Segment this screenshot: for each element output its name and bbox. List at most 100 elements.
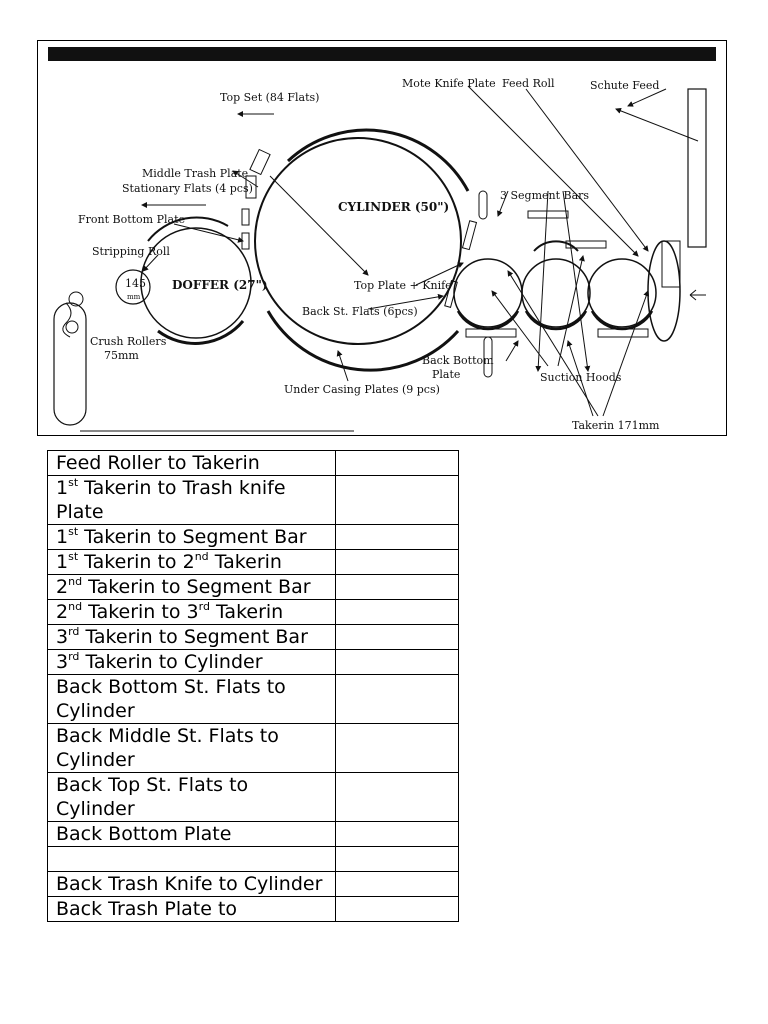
table-row: Back Bottom St. Flats to Cylinder — [47, 674, 460, 724]
crush-roller-top — [68, 291, 84, 307]
feed-plate-shape — [661, 240, 681, 288]
setting-value-cell — [334, 723, 460, 773]
setting-name-text: Back Top St. Flats to Cylinder — [56, 774, 249, 820]
setting-name-text: Takerin to Trash knife Plate — [56, 477, 286, 523]
under-casing-arc — [266, 310, 460, 372]
setting-name-text: Back Trash Plate to — [56, 898, 238, 920]
feed-roll-shape — [647, 240, 681, 342]
ordinal-suffix: nd — [68, 600, 83, 613]
stripping-roll-label: Stripping Roll — [92, 245, 170, 258]
middle-trash-plate-label: Middle Trash Plate — [142, 167, 248, 180]
stripping-size-label: 145 — [125, 277, 146, 290]
setting-name-text: Takerin to Segment Bar — [82, 576, 311, 598]
top-set-flats-arc — [286, 128, 470, 192]
setting-name-text: 3 — [56, 651, 69, 673]
ordinal-suffix: rd — [68, 650, 80, 663]
stationary-flats-label: Stationary Flats (4 pcs) — [122, 182, 253, 195]
front-bottom-plate-label: Front Bottom Plate — [78, 213, 185, 226]
doffer-circle — [140, 227, 252, 339]
table-row: Back Trash Knife to Cylinder — [47, 871, 460, 897]
setting-value-cell — [334, 624, 460, 650]
leader-lines — [141, 85, 699, 417]
header-band — [48, 47, 716, 61]
setting-name-cell — [47, 846, 336, 872]
takerin-3-circle — [587, 258, 657, 328]
setting-value-cell — [334, 549, 460, 575]
setting-name-cell: Back Trash Plate to — [47, 896, 336, 922]
setting-value-cell — [334, 475, 460, 525]
setting-value-cell — [334, 896, 460, 922]
setting-name-text: Takerin — [209, 601, 284, 623]
top-set-label: Top Set (84 Flats) — [220, 91, 319, 104]
setting-name-text: Back Middle St. Flats to Cylinder — [56, 725, 279, 771]
crush-rollers-label: Crush Rollers — [90, 335, 167, 348]
setting-name-cell: 3rd Takerin to Cylinder — [47, 649, 336, 675]
cylinder-circle — [254, 137, 462, 345]
setting-value-cell — [334, 871, 460, 897]
doffer-top-arc — [147, 216, 229, 242]
middle-trash-plate-shape — [249, 148, 271, 176]
stripping-roll-circle — [115, 269, 151, 305]
crush-roller-bottom — [65, 320, 79, 334]
suction-hood-1 — [465, 328, 517, 338]
feed-roll-label: Feed Roll — [502, 77, 555, 90]
front-plate-shape — [241, 232, 250, 250]
back-bottom-label-1: Back Bottom — [422, 354, 494, 367]
setting-name-text: 1 — [56, 551, 69, 573]
crush-size-label: 75mm — [104, 349, 139, 362]
setting-value-cell — [334, 524, 460, 550]
setting-name-text: Takerin — [208, 551, 282, 573]
setting-name-text: Takerin to Segment Bar — [79, 626, 308, 648]
ordinal-suffix: rd — [198, 600, 210, 613]
setting-name-cell: 1st Takerin to Segment Bar — [47, 524, 336, 550]
setting-value-cell — [334, 821, 460, 847]
table-row — [47, 846, 460, 872]
setting-name-cell: 1st Takerin to 2nd Takerin — [47, 549, 336, 575]
setting-name-text: Takerin to Cylinder — [79, 651, 263, 673]
setting-name-text: Takerin to 3 — [82, 601, 199, 623]
mote-knife-shape — [478, 190, 488, 220]
setting-name-text: Back Bottom Plate — [56, 823, 232, 845]
web-curve — [62, 302, 72, 338]
setting-name-cell: Back Trash Knife to Cylinder — [47, 871, 336, 897]
front-bottom-plate-shape — [241, 208, 250, 226]
suction-hoods-label: Suction Hoods — [540, 371, 622, 384]
stripping-unit-label: mm — [127, 293, 141, 301]
mote-knife-plate-label: Mote Knife Plate — [402, 77, 496, 90]
setting-value-cell — [334, 674, 460, 724]
setting-name-cell: 2nd Takerin to Segment Bar — [47, 574, 336, 600]
ordinal-suffix: st — [68, 550, 79, 563]
top-plate-knife-label: Top Plate + Knife — [354, 279, 452, 292]
carding-machine-diagram: Top Set (84 Flats) Mote Knife Plate Feed… — [37, 40, 727, 436]
table-row: 3rd Takerin to Cylinder — [47, 649, 460, 675]
table-row: 1st Takerin to 2nd Takerin — [47, 549, 460, 575]
back-st-flats-label: Back St. Flats (6pcs) — [302, 305, 418, 318]
setting-value-cell — [334, 450, 460, 476]
suction-hood-2 — [597, 328, 649, 338]
table-row: Back Trash Plate to — [47, 896, 460, 922]
setting-name-text: Back Bottom St. Flats to Cylinder — [56, 676, 286, 722]
setting-name-text: 1 — [56, 477, 69, 499]
table-row: Back Top St. Flats to Cylinder — [47, 772, 460, 822]
setting-name-text: 3 — [56, 626, 69, 648]
setting-name-cell: 3rd Takerin to Segment Bar — [47, 624, 336, 650]
back-flats-shape — [444, 280, 458, 308]
setting-value-cell — [334, 574, 460, 600]
table-row: 2nd Takerin to Segment Bar — [47, 574, 460, 600]
segment-bar-2 — [565, 240, 607, 249]
back-bottom-plate-shape — [483, 336, 493, 378]
ordinal-suffix: nd — [68, 575, 83, 588]
setting-name-text: 2 — [56, 601, 69, 623]
table-row: 1st Takerin to Trash knife Plate — [47, 475, 460, 525]
setting-value-cell — [334, 599, 460, 625]
ordinal-suffix: st — [68, 476, 79, 489]
setting-value-cell — [334, 772, 460, 822]
ordinal-suffix: rd — [68, 625, 80, 638]
top-plate-knife-shape — [461, 220, 478, 251]
back-bottom-label-2: Plate — [432, 368, 460, 381]
ordinal-suffix: nd — [194, 550, 209, 563]
table-row: Back Middle St. Flats to Cylinder — [47, 723, 460, 773]
table-row: Back Bottom Plate — [47, 821, 460, 847]
setting-value-cell — [334, 649, 460, 675]
